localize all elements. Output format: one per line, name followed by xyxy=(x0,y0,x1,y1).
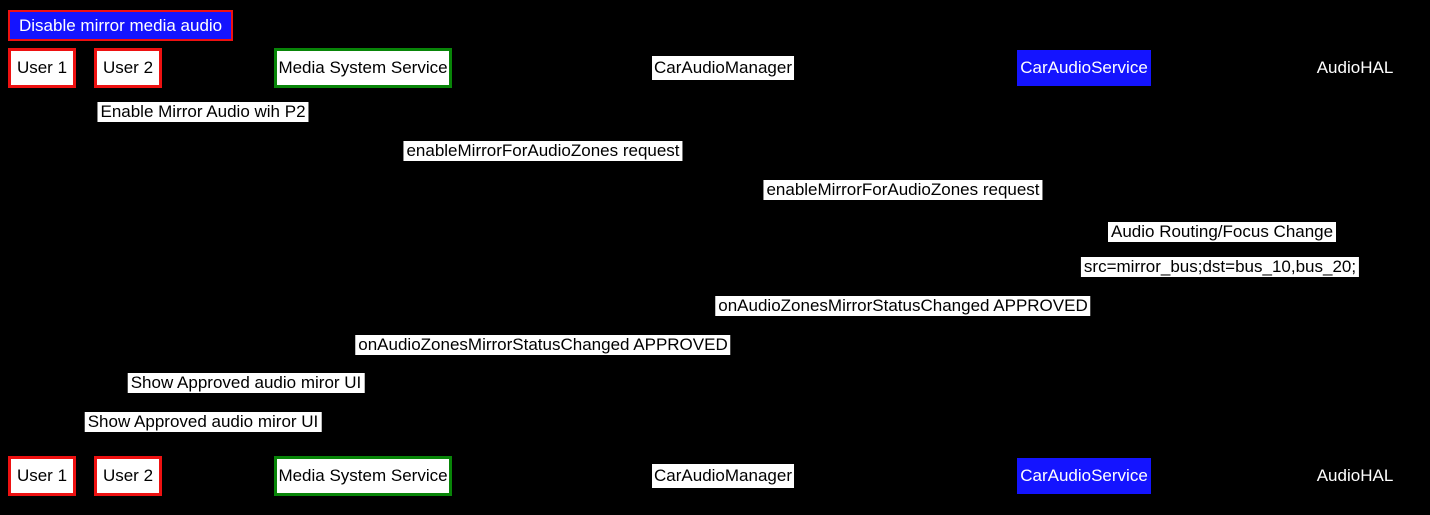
msg-on-audio-zones-mirror-status-changed-approved-2-label: onAudioZonesMirrorStatusChanged APPROVED xyxy=(355,335,731,355)
participant-audio-hal-bottom: AudioHAL xyxy=(1316,466,1394,485)
msg-enable-mirror-audio-wih-p2-label: Enable Mirror Audio wih P2 xyxy=(97,102,309,122)
msg-enable-mirror-for-audio-zones-request-1-label: enableMirrorForAudioZones request xyxy=(403,141,683,161)
msg-on-audio-zones-mirror-status-changed-approved-2-line xyxy=(377,358,723,361)
participant-audio-hal-top: AudioHAL xyxy=(1316,58,1394,77)
msg-show-approved-audio-miror-ui-1-line xyxy=(142,396,363,399)
msg-enable-mirror-for-audio-zones-request-2-label: enableMirrorForAudioZones request xyxy=(763,180,1043,200)
msg-audio-routing-focus-change-line-bottom xyxy=(1097,248,1106,252)
diagram-title: Disable mirror media audio xyxy=(8,10,234,41)
msg-enable-mirror-for-audio-zones-request-2-line xyxy=(723,203,1070,206)
msg-show-approved-audio-miror-ui-2-line xyxy=(56,435,363,438)
msg-show-approved-audio-miror-ui-1-label: Show Approved audio miror UI xyxy=(127,373,365,393)
lifeline-user-2 xyxy=(127,88,129,456)
participant-car-audio-service-bottom: CarAudioService xyxy=(1017,458,1151,494)
participant-user-1-top: User 1 xyxy=(8,48,76,88)
lifeline-car-audio-manager xyxy=(722,88,724,456)
participant-car-audio-manager-bottom: CarAudioManager xyxy=(652,464,794,488)
msg-audio-routing-focus-change-label: Audio Routing/Focus Change xyxy=(1108,222,1337,242)
msg-on-audio-zones-mirror-status-changed-approved-1-label: onAudioZonesMirrorStatusChanged APPROVED xyxy=(715,296,1091,316)
participant-user-1-bottom: User 1 xyxy=(8,456,76,496)
msg-audio-routing-focus-change-line-right xyxy=(1102,216,1106,252)
msg-src-mirror-bus-dst-bus10-bus20-label: src=mirror_bus;dst=bus_10,bus_20; xyxy=(1080,257,1360,277)
msg-show-approved-audio-miror-ui-2-label: Show Approved audio miror UI xyxy=(84,412,322,432)
msg-src-mirror-bus-dst-bus10-bus20-line xyxy=(1084,280,1341,283)
msg-enable-mirror-audio-wih-p2-line xyxy=(42,125,349,128)
msg-enable-mirror-for-audio-zones-request-1-line xyxy=(363,164,709,167)
participant-car-audio-service-top: CarAudioService xyxy=(1017,50,1151,86)
lifeline-media-system-service xyxy=(362,88,364,456)
participant-media-system-service-top: Media System Service xyxy=(274,48,452,88)
participant-user-2-top: User 2 xyxy=(94,48,162,88)
participant-car-audio-manager-top: CarAudioManager xyxy=(652,56,794,80)
participant-media-system-service-bottom: Media System Service xyxy=(274,456,452,496)
participant-user-2-bottom: User 2 xyxy=(94,456,162,496)
msg-on-audio-zones-mirror-status-changed-approved-1-line xyxy=(737,319,1084,322)
lifeline-user-1 xyxy=(41,88,43,456)
